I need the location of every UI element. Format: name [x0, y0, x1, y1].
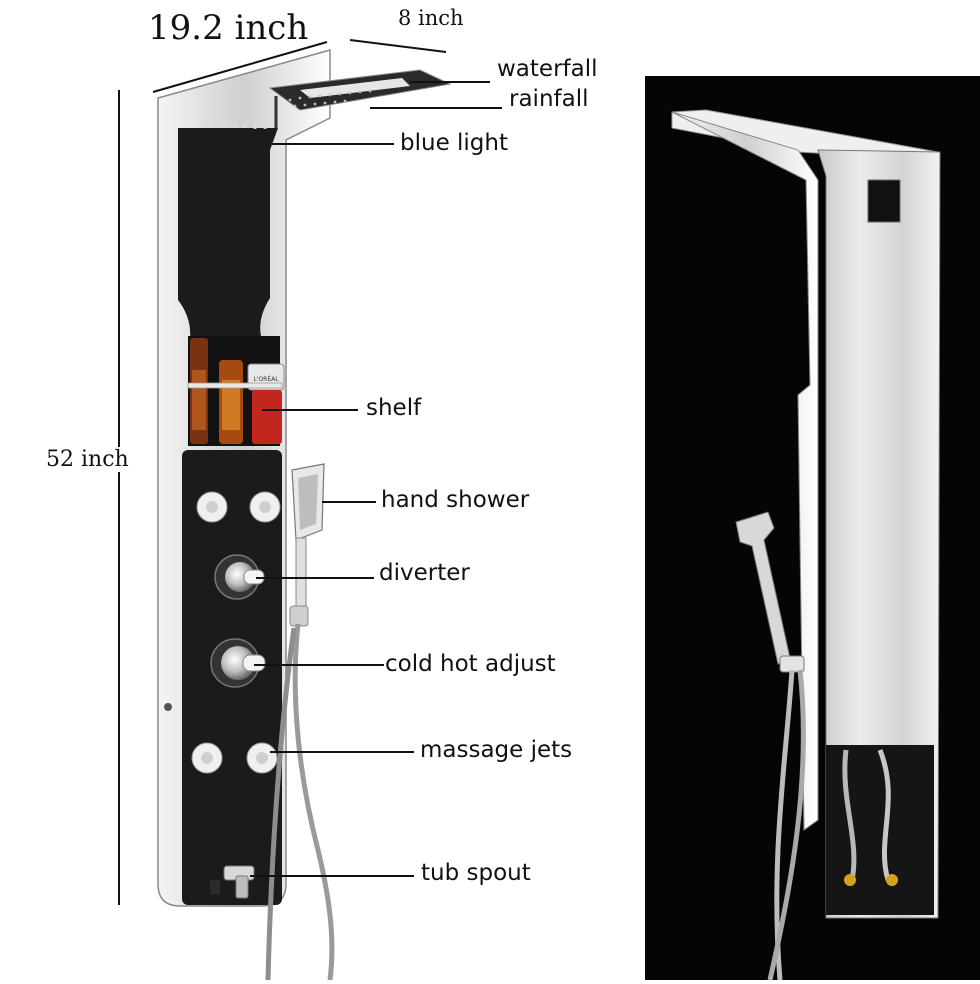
- hand-shower-hose-return: [265, 627, 297, 981]
- side-screw: [164, 703, 172, 711]
- massage-jets-lower: [191, 742, 278, 774]
- blue-light-label: blue light: [400, 130, 509, 156]
- cold-hot-adjust-label: cold hot adjust: [385, 651, 556, 677]
- width-dimension-label: 19.2 inch: [148, 8, 309, 48]
- depth-dimension-label: 8 inch: [398, 6, 464, 30]
- massage-jets-upper: [196, 491, 281, 523]
- massage-jets-label: massage jets: [420, 737, 573, 763]
- blue-light-jets: [203, 122, 267, 129]
- rainfall-head: [268, 69, 452, 128]
- product-label: L'ORÉAL: [253, 375, 279, 383]
- hand-shower-hose: [292, 623, 335, 981]
- cold-hot-adjust-knob: [210, 638, 266, 688]
- rainfall-label: rainfall: [509, 86, 589, 112]
- back-view-photo: [645, 76, 980, 981]
- waterfall-label: waterfall: [497, 56, 598, 82]
- depth-dimension-line: [349, 39, 447, 53]
- width-dimension-line: [152, 41, 328, 93]
- hand-shower-label: hand shower: [381, 487, 530, 513]
- tub-spout-label: tub spout: [421, 860, 531, 886]
- shelf-label: shelf: [366, 395, 422, 421]
- tub-spout: [210, 865, 255, 899]
- diverter-label: diverter: [379, 560, 470, 586]
- hand-shower: [289, 463, 325, 627]
- height-dimension-label: 52 inch: [44, 447, 131, 472]
- shelf: L'ORÉAL: [187, 338, 285, 444]
